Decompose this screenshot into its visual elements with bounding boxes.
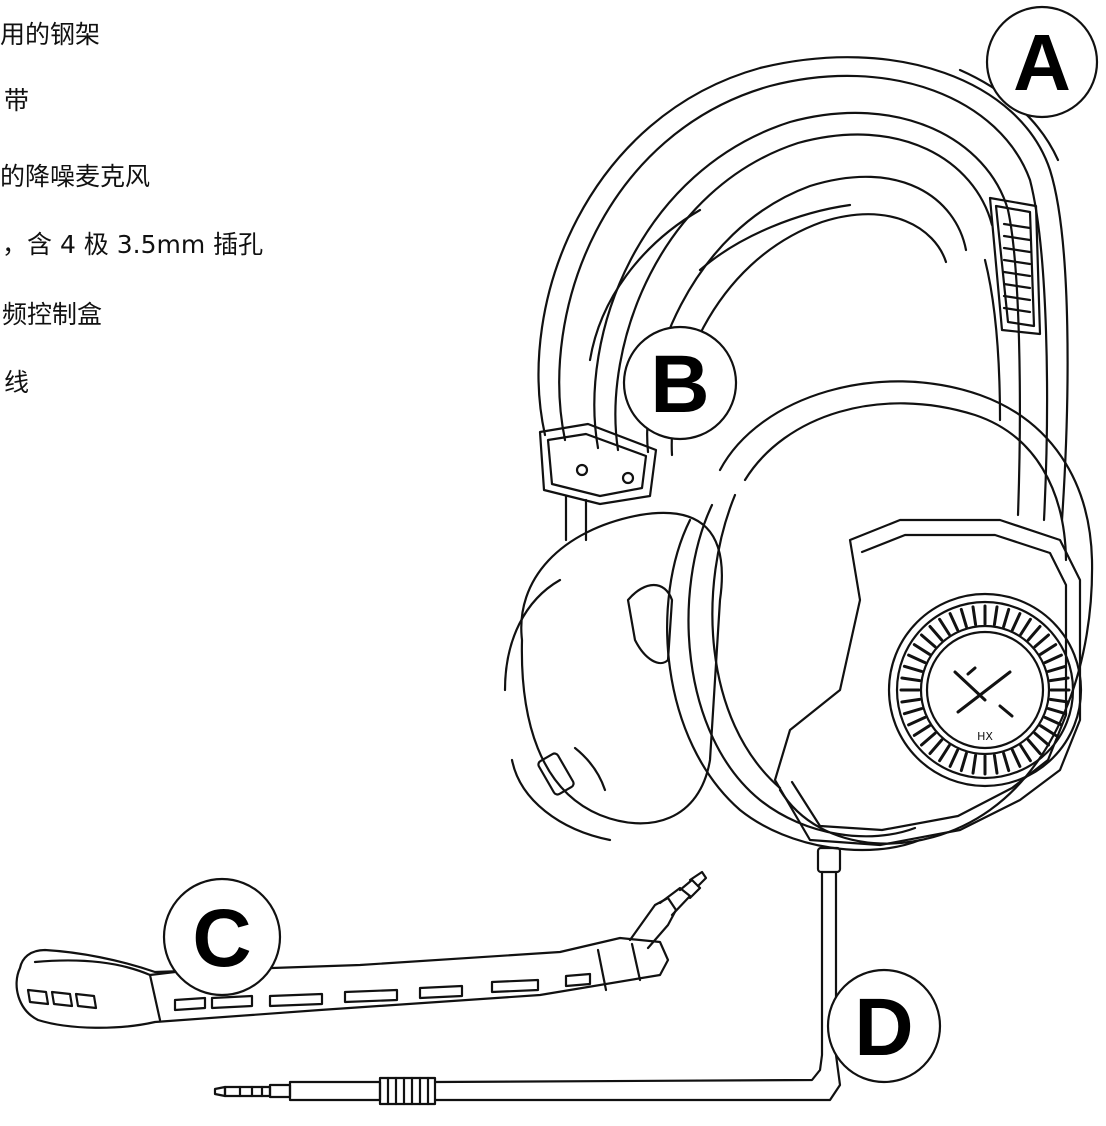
grille-slots bbox=[899, 604, 1071, 776]
grille-slot bbox=[920, 731, 937, 747]
callout-c-label: C bbox=[192, 893, 251, 984]
ear-cushion bbox=[666, 493, 922, 852]
grille-slot bbox=[907, 715, 927, 727]
headband-slider-grip bbox=[988, 196, 1042, 336]
grille-slot bbox=[1026, 738, 1042, 755]
grille-slot bbox=[992, 605, 999, 627]
grille-slot bbox=[948, 748, 960, 768]
headband bbox=[537, 56, 1069, 522]
grille-slot bbox=[900, 676, 922, 683]
callout-a-label: A bbox=[1013, 18, 1071, 107]
grille-slot bbox=[1048, 697, 1070, 704]
feature-item-cable: 线 bbox=[4, 368, 30, 397]
grille-slot bbox=[1039, 724, 1058, 737]
front-ear-cup bbox=[718, 380, 1094, 847]
logo-text: HX bbox=[977, 730, 993, 743]
grille-slot bbox=[1019, 744, 1032, 763]
callout-a: A bbox=[985, 5, 1099, 119]
speaker-grille bbox=[887, 592, 1083, 788]
feature-item-noise-cancel-mic: 的降噪麦克风 bbox=[0, 162, 151, 191]
grille-slot bbox=[902, 707, 924, 716]
logo-icon: HX bbox=[953, 666, 1014, 743]
grille-slot bbox=[1002, 751, 1011, 773]
grille-slot bbox=[938, 744, 951, 763]
callout-b-label: B bbox=[650, 339, 709, 430]
grille-slot bbox=[1043, 715, 1063, 727]
grille-slot bbox=[1043, 653, 1063, 665]
grille-slot bbox=[1010, 748, 1022, 768]
grille-slot bbox=[959, 751, 968, 773]
grille-slot bbox=[1033, 731, 1050, 747]
feature-item-steel-frame: 用的钢架 bbox=[0, 20, 101, 49]
grille-slot bbox=[912, 724, 931, 737]
grille-slot bbox=[920, 633, 937, 649]
feature-item-cable-jack: ，含 4 极 3.5mm 插孔 bbox=[2, 230, 264, 259]
feature-item-headband: 带 bbox=[4, 86, 30, 115]
feature-item-audio-control-box: 频控制盒 bbox=[2, 300, 103, 329]
grille-slot bbox=[959, 607, 968, 629]
grille-slot bbox=[900, 697, 922, 704]
grille-slot bbox=[992, 753, 999, 775]
grille-slot bbox=[902, 664, 924, 673]
grille-slot bbox=[1019, 617, 1032, 636]
grille-slot bbox=[1048, 676, 1070, 683]
grille-slot bbox=[1002, 607, 1011, 629]
callout-c: C bbox=[162, 877, 282, 997]
grille-slot bbox=[928, 625, 944, 642]
grille-slot bbox=[907, 653, 927, 665]
audio-plug bbox=[213, 1076, 437, 1106]
grille-slot bbox=[971, 605, 978, 627]
grille-slot bbox=[1026, 625, 1042, 642]
grille-slot bbox=[1010, 612, 1022, 632]
left-hinge-bracket bbox=[538, 422, 658, 542]
boom-microphone bbox=[15, 870, 708, 1029]
back-ear-cup bbox=[503, 511, 723, 842]
grille-slot bbox=[1046, 707, 1068, 716]
grille-slot bbox=[1033, 633, 1050, 649]
grille-slot bbox=[938, 617, 951, 636]
callout-b: B bbox=[622, 325, 738, 441]
callout-d-label: D bbox=[854, 982, 913, 1073]
grille-slot bbox=[971, 753, 978, 775]
grille-slot bbox=[1039, 643, 1058, 656]
grille-slot bbox=[928, 738, 944, 755]
grille-slot bbox=[948, 612, 960, 632]
grille-slot bbox=[1046, 664, 1068, 673]
grille-slot bbox=[912, 643, 931, 656]
callout-d: D bbox=[826, 968, 942, 1084]
headset-cable bbox=[433, 846, 842, 1102]
